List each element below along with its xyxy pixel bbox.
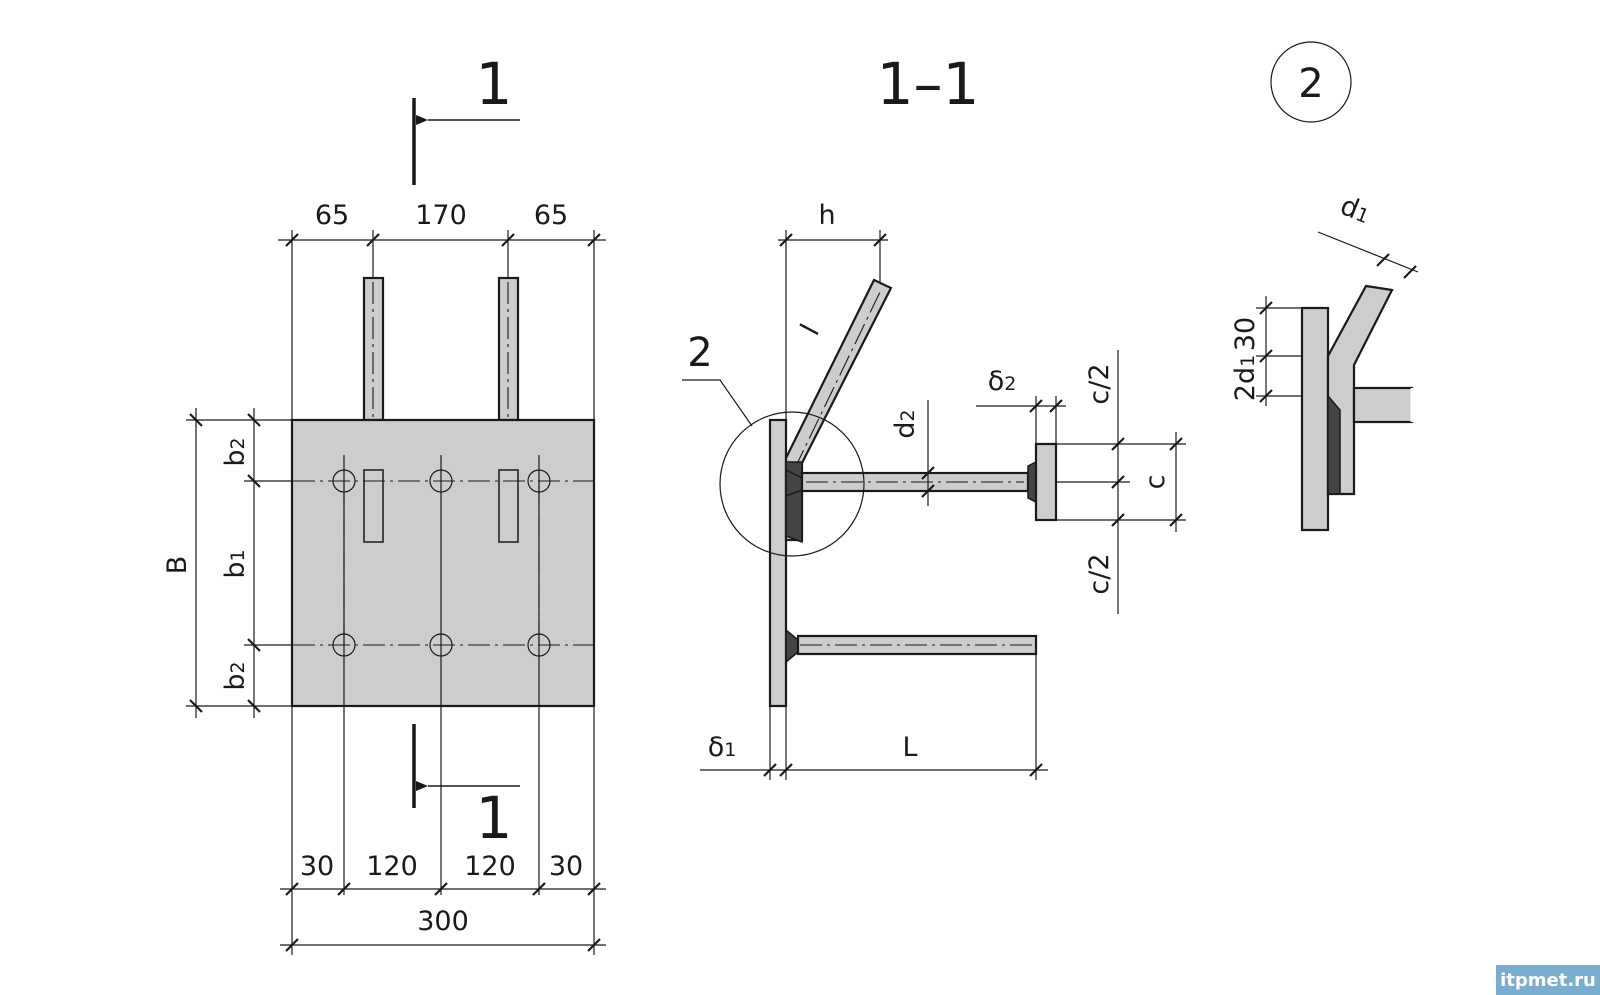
dim-delta2: δ2 bbox=[988, 366, 1017, 397]
dim-h: h bbox=[818, 200, 835, 231]
stud-circle bbox=[429, 469, 453, 493]
dim-left-b1: b1 bbox=[220, 549, 251, 578]
section-plate bbox=[768, 418, 788, 708]
dim-overall-width: 300 bbox=[417, 906, 469, 937]
detail-weld bbox=[1327, 393, 1341, 495]
stud-circle bbox=[429, 633, 453, 657]
stud-circle bbox=[527, 469, 551, 493]
dim-overall-height: B bbox=[162, 556, 193, 575]
dim-d2: d2 bbox=[890, 409, 921, 438]
plan-view: 65 170 65 B b2 b1 b2 30 120 120 30 300 1… bbox=[162, 50, 606, 955]
bent-bar-footprint-left bbox=[363, 469, 384, 543]
dim-l: l bbox=[795, 319, 826, 340]
weld-lower-stud bbox=[785, 628, 799, 664]
dim-top-middle: 170 bbox=[415, 200, 467, 231]
dim-bottom-1: 30 bbox=[300, 851, 334, 882]
dim-left-b2-bottom: b2 bbox=[220, 661, 251, 690]
detail-mark: 2 bbox=[1298, 61, 1323, 107]
detail-callout-circle bbox=[719, 411, 865, 557]
dim-c-half-bottom: c/2 bbox=[1084, 553, 1115, 594]
stud-head bbox=[1034, 442, 1058, 522]
dim-left-b2-top: b2 bbox=[220, 437, 251, 466]
detail-horizontal-bar bbox=[1352, 386, 1414, 424]
stud-circle bbox=[527, 633, 551, 657]
dim-c: c bbox=[1140, 475, 1171, 490]
section-view: 1–1 2 h l δ1 L bbox=[682, 50, 1186, 780]
dim-bottom-4: 30 bbox=[549, 851, 583, 882]
dim-top-left: 65 bbox=[315, 200, 349, 231]
detail-callout-label: 2 bbox=[687, 330, 712, 376]
dim-bottom-2: 120 bbox=[366, 851, 418, 882]
bent-bar-footprint-right bbox=[498, 469, 519, 543]
detail-mark-circle bbox=[1270, 41, 1352, 123]
dim-top-right: 65 bbox=[534, 200, 568, 231]
section-mark-bottom: 1 bbox=[476, 784, 513, 852]
stud-head-weld bbox=[1027, 460, 1037, 504]
dim-L: L bbox=[902, 732, 917, 763]
dim-delta1: δ1 bbox=[708, 732, 737, 763]
stud-circle bbox=[332, 633, 356, 657]
dim-d1: d1 bbox=[1336, 190, 1375, 230]
dim-bottom-3: 120 bbox=[464, 851, 516, 882]
detail-view: 2 d1 30 2d1 bbox=[1230, 41, 1419, 532]
dim-30: 30 bbox=[1230, 317, 1261, 351]
section-title: 1–1 bbox=[877, 50, 980, 118]
embedded-plate bbox=[290, 418, 596, 708]
dim-2d1: 2d1 bbox=[1230, 355, 1261, 401]
section-mark-top: 1 bbox=[476, 50, 513, 118]
site-watermark: itpmet.ru bbox=[1496, 965, 1600, 995]
dim-c-half-top: c/2 bbox=[1084, 363, 1115, 404]
detail-plate bbox=[1300, 306, 1330, 532]
stud-circle bbox=[332, 469, 356, 493]
